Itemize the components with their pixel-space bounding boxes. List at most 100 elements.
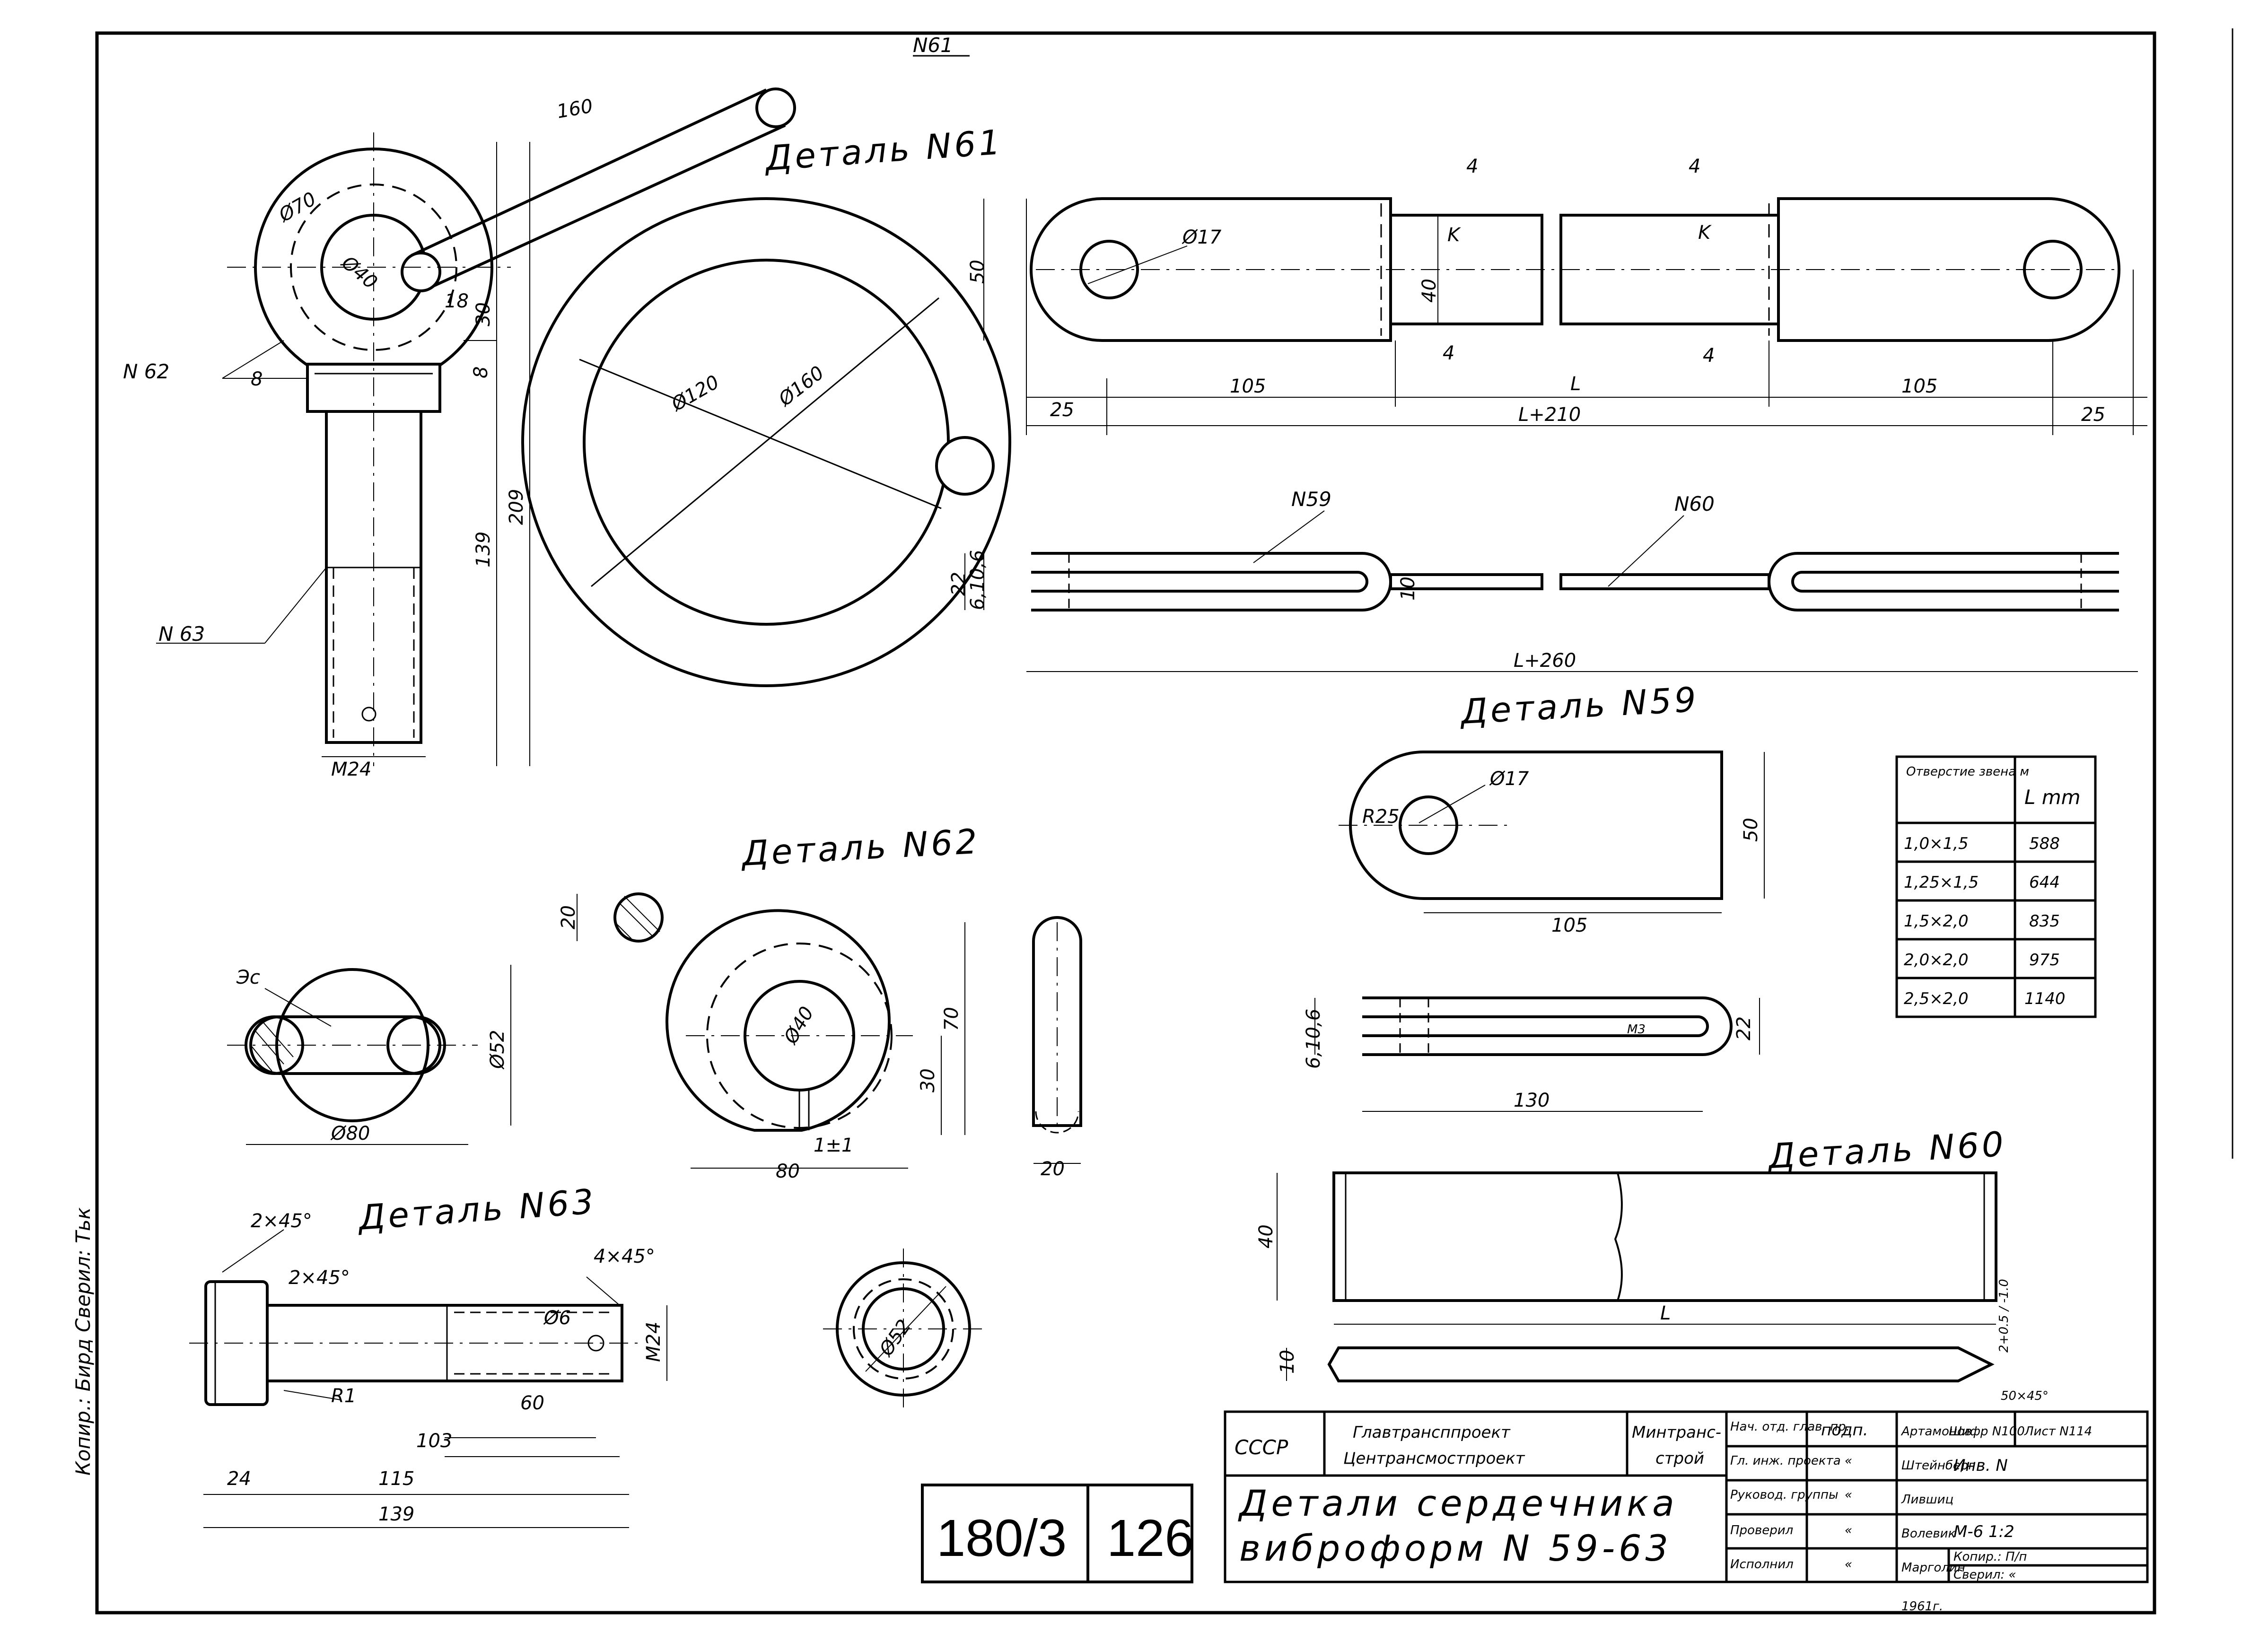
detail-60-bar <box>1277 1171 1997 1382</box>
tb-sign-head: подп. <box>1821 1421 1868 1440</box>
tb-ministry2: строй <box>1655 1449 1704 1468</box>
dim-d63-4x45: 4×45° <box>594 1246 655 1267</box>
dim-rod-20: 20 <box>558 905 579 929</box>
link-top-view <box>983 197 2147 435</box>
dim-eye-8a: 8 <box>251 368 263 390</box>
dim-weld-4a: 4 <box>1466 156 1478 177</box>
dim-link-L210: L+210 <box>1518 404 1581 426</box>
tb-country: СССР <box>1235 1436 1288 1459</box>
dim-d62-70: 70 <box>941 1007 963 1031</box>
tb-scale: М-6 1:2 <box>1953 1522 2014 1541</box>
tb-year: 1961г. <box>1901 1599 1943 1614</box>
dim-side-6106: 6,10,6 <box>967 550 989 610</box>
dim-d62-1: 1±1 <box>814 1135 853 1156</box>
tb-inv: Инв. N <box>1953 1456 2008 1475</box>
tb-ministry: Минтранс- <box>1632 1423 1721 1442</box>
callout-n63: N 63 <box>158 622 205 646</box>
dim-side-L260: L+260 <box>1514 650 1576 672</box>
dim-d60-ch: 50×45° <box>2001 1389 2049 1403</box>
table-row-3-size: 1,5×2,0 <box>1904 912 1969 931</box>
table-row-5-L: 1140 <box>2024 989 2066 1008</box>
sheet-page: 126 <box>1107 1509 1194 1567</box>
callout-n60: N60 <box>1674 492 1715 515</box>
dim-link-50: 50 <box>967 260 989 284</box>
dim-d59-105: 105 <box>1551 915 1587 936</box>
ring-61 <box>521 197 1011 687</box>
tb-sign-4: « <box>1845 1523 1852 1537</box>
tb-name-3: Лившиц <box>1901 1493 1953 1507</box>
table-header-L: L mm <box>2024 786 2081 809</box>
table-header-hole: Отверстие звена м <box>1906 765 2029 779</box>
dim-d60-40: 40 <box>1255 1224 1277 1249</box>
table-row-1-L: 588 <box>2029 834 2060 853</box>
dim-link-L: L <box>1570 373 1581 395</box>
dim-d63-139: 139 <box>378 1503 414 1525</box>
tb-name-2: Штейнберг <box>1901 1459 1975 1473</box>
sheet-frame <box>95 31 2156 1615</box>
link-side-view <box>964 510 2138 672</box>
callout-n62: N 62 <box>123 360 169 383</box>
tb-org2: Центрансмостпроект <box>1343 1449 1525 1468</box>
dim-d63-115: 115 <box>378 1468 414 1490</box>
tb-org1: Главтрансппроект <box>1353 1423 1511 1442</box>
tb-role-3: Руковод. группы <box>1730 1488 1839 1502</box>
detail-59-plan <box>1339 751 1765 913</box>
tb-checked: Сверил: « <box>1953 1568 2016 1582</box>
dim-d59-50: 50 <box>1740 818 1762 842</box>
dim-weld-4c: 4 <box>1443 342 1454 364</box>
dim-d62-d80: Ø80 <box>330 1123 370 1144</box>
callout-n59: N59 <box>1291 488 1331 511</box>
tb-role-2: Гл. инж. проекта <box>1730 1454 1841 1468</box>
detail-62-side <box>1032 916 1082 1164</box>
dim-d62-80: 80 <box>776 1161 800 1182</box>
sheet-series: 180/3 <box>937 1509 1067 1567</box>
tb-sign-3: « <box>1845 1488 1852 1502</box>
dim-eye-30: 30 <box>473 302 494 326</box>
dim-link-40: 40 <box>1419 279 1440 303</box>
dim-link-k1: K <box>1447 224 1461 246</box>
rod-section <box>577 892 664 943</box>
tb-role-5: Исполнил <box>1730 1557 1794 1572</box>
sheet-number-box <box>921 1484 1193 1583</box>
dim-eye-209: 209 <box>506 489 527 525</box>
margin-signatures: Копир.: Бирд Сверил: Тьк <box>71 1207 95 1476</box>
dim-d63-2x45b: 2×45° <box>289 1267 350 1289</box>
tb-copied: Копир.: П/п <box>1953 1550 2027 1564</box>
detail-59-side <box>1314 996 1760 1112</box>
dim-d59s-m3: M3 <box>1627 1022 1646 1037</box>
dim-d63-d6: Ø6 <box>543 1307 571 1329</box>
tb-role-4: Проверил <box>1730 1523 1793 1537</box>
links-table <box>1895 755 2097 1018</box>
dim-link-25b: 25 <box>2081 404 2105 426</box>
dim-d59s-130: 130 <box>1514 1090 1550 1111</box>
dim-d63-24: 24 <box>227 1468 251 1490</box>
callout-ex: Эс <box>236 967 260 988</box>
tb-role-1: Нач. отд. глав. пр. <box>1730 1420 1850 1434</box>
table-row-1-size: 1,0×1,5 <box>1904 834 1969 853</box>
dim-weld-4d: 4 <box>1703 345 1715 367</box>
dim-d63-m24: M24 <box>643 1322 665 1362</box>
dim-link-105a: 105 <box>1230 376 1266 397</box>
table-row-5-size: 2,5×2,0 <box>1904 989 1969 1008</box>
tb-title-1: Детали сердечника <box>1238 1482 1678 1524</box>
detail-62-plan <box>227 965 511 1145</box>
dim-link-105b: 105 <box>1901 376 1937 397</box>
dim-eye-m24: M24 <box>331 759 371 780</box>
top-ref-label: N61 <box>913 34 953 57</box>
disc-section <box>823 1249 984 1409</box>
dim-link-25a: 25 <box>1050 399 1074 421</box>
tb-name-5: Марголин <box>1901 1561 1965 1575</box>
dim-d59-d17: Ø17 <box>1489 768 1529 790</box>
dim-d59-r25: R25 <box>1362 806 1400 828</box>
tb-sheet: Лист N114 <box>2024 1424 2092 1439</box>
tb-shifr: Шифр N100 <box>1949 1424 2025 1439</box>
dim-d59s-22: 22 <box>1733 1016 1755 1040</box>
dim-d62-d52: Ø52 <box>487 1030 508 1070</box>
title-block <box>1224 1410 2149 1583</box>
dim-side-22: 22 <box>948 572 970 596</box>
detail-63-bolt <box>189 1229 667 1528</box>
dim-d63-60: 60 <box>520 1392 544 1414</box>
table-row-3-L: 835 <box>2029 912 2060 931</box>
